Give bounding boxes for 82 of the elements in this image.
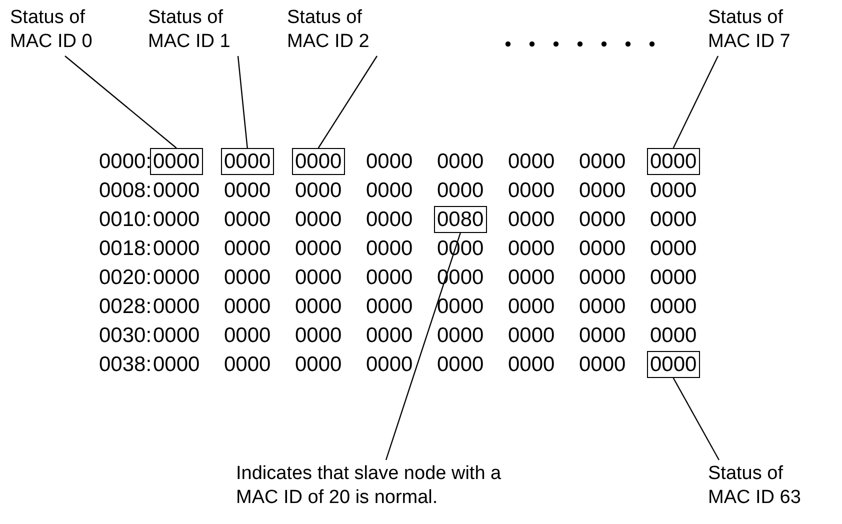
hex-value: 0000: [152, 207, 201, 233]
hex-value: 0000: [223, 236, 272, 262]
callout-text: Status of MAC ID 0: [10, 6, 110, 54]
hex-value: 0000: [649, 178, 698, 204]
highlighted-value: 0080: [434, 206, 487, 233]
hex-value: 0000: [507, 323, 556, 349]
hex-value: 0000: [649, 236, 698, 262]
highlighted-value: 0000: [647, 351, 700, 378]
hex-value: 0000: [507, 352, 556, 378]
hex-value: 0000: [152, 265, 201, 291]
hex-value: 0000: [578, 178, 627, 204]
hex-value: 0000: [365, 265, 414, 291]
hex-value: 0000: [507, 207, 556, 233]
address-label: 0000:: [98, 149, 153, 175]
address-label: 0038:: [98, 352, 153, 378]
hex-value: 0000: [152, 236, 201, 262]
callout-text: Status of MAC ID 63: [708, 462, 818, 510]
address-label: 0030:: [98, 323, 153, 349]
hex-value: 0000: [365, 352, 414, 378]
hex-value: 0000: [578, 207, 627, 233]
hex-value: 0000: [436, 294, 485, 320]
address-label: 0018:: [98, 236, 153, 262]
hex-value: 0000: [649, 265, 698, 291]
hex-value: 0000: [507, 178, 556, 204]
hex-value: 0000: [507, 265, 556, 291]
hex-value: 0000: [578, 294, 627, 320]
leader-line: [237, 56, 248, 148]
hex-value: 0000: [223, 294, 272, 320]
hex-value: 0000: [152, 352, 201, 378]
hex-value: 0000: [649, 323, 698, 349]
address-label: 0008:: [98, 178, 153, 204]
leader-line: [672, 378, 720, 460]
hex-value: 0000: [294, 352, 343, 378]
highlighted-value: 0000: [292, 148, 345, 175]
hex-value: 0000: [507, 236, 556, 262]
callout-text: Indicates that slave node with a MAC ID of 20 is normal.: [236, 462, 536, 510]
callout-text: Status of MAC ID 1: [148, 6, 248, 54]
callout-text: Status of MAC ID 7: [708, 6, 808, 54]
callout-text: Status of MAC ID 2: [287, 6, 387, 54]
hex-value: 0000: [578, 236, 627, 262]
leader-line: [318, 56, 378, 148]
hex-value: 0000: [294, 294, 343, 320]
hex-value: 0000: [365, 178, 414, 204]
hex-value: 0000: [436, 323, 485, 349]
hex-value: 0000: [223, 265, 272, 291]
address-label: 0010:: [98, 207, 153, 233]
hex-value: 0000: [649, 294, 698, 320]
highlighted-value: 0000: [150, 148, 203, 175]
hex-value: 0000: [365, 149, 414, 175]
hex-value: 0000: [507, 149, 556, 175]
address-label: 0020:: [98, 265, 153, 291]
highlighted-value: 0000: [647, 148, 700, 175]
hex-value: 0000: [152, 294, 201, 320]
hex-value: 0000: [152, 323, 201, 349]
hex-value: 0000: [365, 294, 414, 320]
hex-value: 0000: [294, 323, 343, 349]
hex-value: 0000: [152, 178, 201, 204]
hex-value: 0000: [578, 149, 627, 175]
highlighted-value: 0000: [221, 148, 274, 175]
hex-value: 0000: [578, 323, 627, 349]
hex-value: 0000: [294, 178, 343, 204]
hex-value: 0000: [365, 236, 414, 262]
hex-value: 0000: [436, 178, 485, 204]
hex-value: 0000: [436, 149, 485, 175]
address-label: 0028:: [98, 294, 153, 320]
hex-value: 0000: [436, 352, 485, 378]
hex-value: 0000: [649, 207, 698, 233]
hex-value: 0000: [223, 323, 272, 349]
leader-line: [385, 232, 461, 460]
hex-value: 0000: [507, 294, 556, 320]
hex-value: 0000: [294, 207, 343, 233]
hex-value: 0000: [578, 352, 627, 378]
hex-value: 0000: [578, 265, 627, 291]
hex-value: 0000: [365, 207, 414, 233]
hex-value: 0000: [223, 352, 272, 378]
hex-value: 0000: [294, 236, 343, 262]
leader-line: [64, 56, 177, 148]
hex-value: 0000: [294, 265, 343, 291]
hex-value: 0000: [365, 323, 414, 349]
leader-line: [672, 56, 719, 148]
hex-value: 0000: [223, 207, 272, 233]
hex-value: 0000: [223, 178, 272, 204]
